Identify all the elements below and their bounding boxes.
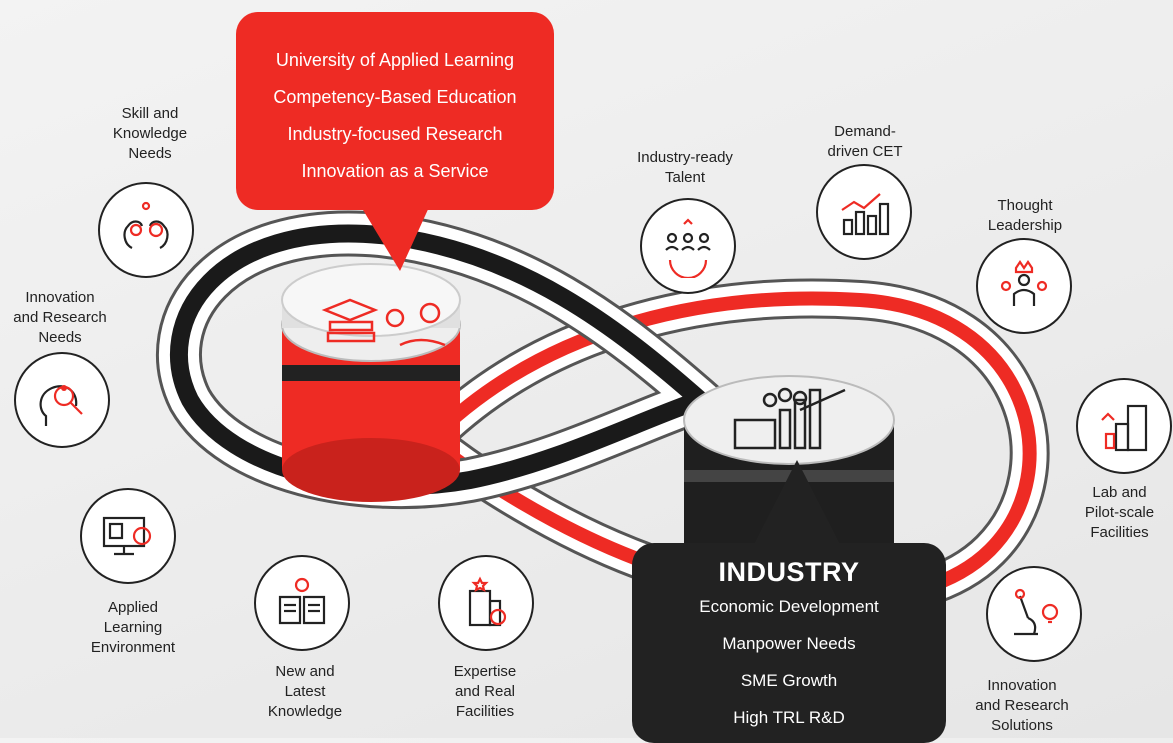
university-line: Innovation as a Service — [301, 161, 489, 181]
industry-line: Economic Development — [699, 597, 879, 616]
lab-building-icon — [1076, 378, 1172, 474]
brain-gears-icon — [98, 182, 194, 278]
leader-crown-icon — [976, 238, 1072, 334]
head-magnifier-icon — [14, 352, 110, 448]
team-gear-icon — [640, 198, 736, 294]
book-bulb-icon — [254, 555, 350, 651]
university-line: Industry-focused Research — [287, 124, 503, 144]
university-line: Competency-Based Education — [273, 87, 517, 107]
building-gear-icon — [438, 555, 534, 651]
university-line: University of Applied Learning — [275, 50, 515, 70]
industry-line: High TRL R&D — [733, 708, 845, 727]
microscope-bulb-icon — [986, 566, 1082, 662]
label-demand-driven-cet: Demand-driven CET — [827, 123, 903, 160]
university-callout: University of Applied Learning Competenc… — [236, 12, 554, 210]
industry-line: SME Growth — [740, 671, 838, 690]
university-callout-pointer — [360, 205, 430, 271]
industry-callout: INDUSTRY Economic Development Manpower N… — [632, 543, 946, 743]
computer-gear-icon — [80, 488, 176, 584]
industry-callout-pointer — [752, 460, 842, 548]
growth-chart-icon — [816, 164, 912, 260]
education-pillar — [281, 263, 461, 502]
industry-title: INDUSTRY — [718, 557, 860, 587]
industry-line: Manpower Needs — [722, 634, 856, 653]
